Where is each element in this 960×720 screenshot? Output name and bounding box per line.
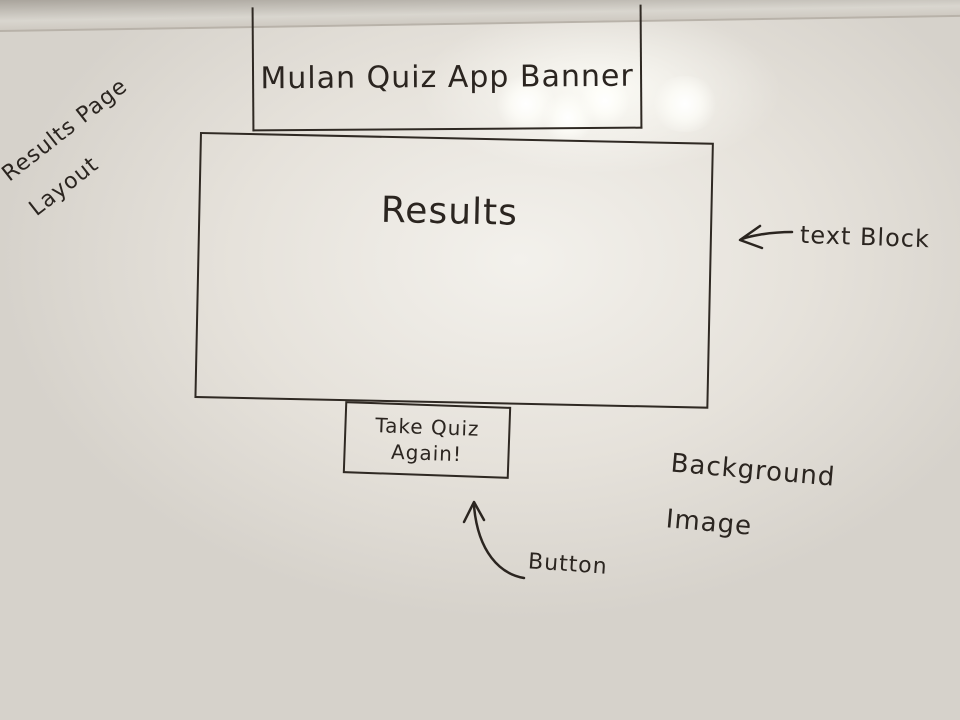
arrow-to-text-block-icon — [738, 224, 794, 250]
light-glare — [580, 76, 630, 126]
annotation-text-block: text Block — [799, 220, 931, 254]
arrowhead-icon — [462, 500, 486, 524]
app-banner: Mulan Quiz App Banner — [251, 4, 643, 132]
take-quiz-again-button[interactable]: Take Quiz Again! — [342, 401, 512, 479]
button-label-line2: Again! — [390, 439, 463, 467]
annotation-button: Button — [527, 549, 609, 580]
banner-label: Mulan Quiz App Banner — [260, 58, 634, 96]
results-heading: Results — [380, 189, 519, 234]
light-glare — [650, 76, 720, 132]
annotation-background-image: Background Image — [664, 448, 837, 542]
button-label-line1: Take Quiz — [374, 413, 480, 441]
page-title-note: Results Page Layout — [0, 73, 133, 222]
results-text-block: Results — [194, 132, 714, 409]
arrow-to-button-icon — [472, 504, 526, 580]
